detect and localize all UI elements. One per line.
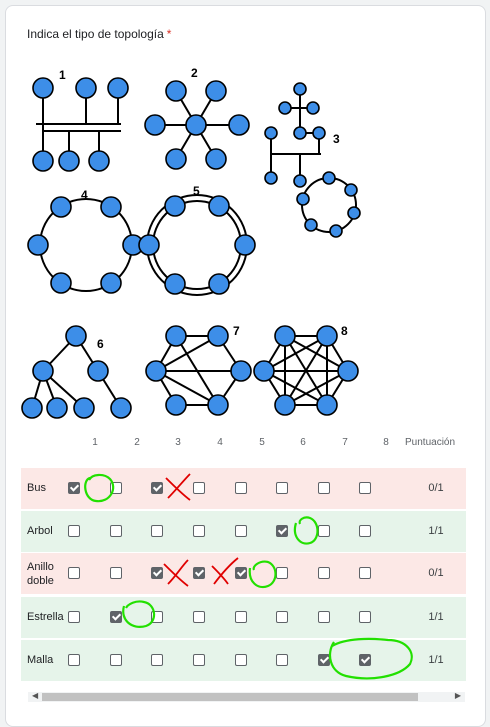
- checkbox-col-7[interactable]: [318, 611, 330, 623]
- figure-label-3: 3: [333, 132, 340, 146]
- checkbox-col-4[interactable]: [193, 567, 205, 579]
- figure-label-2: 2: [191, 66, 198, 80]
- checkbox-col-3[interactable]: [151, 567, 163, 579]
- question-title: Indica el tipo de topología*: [27, 27, 171, 41]
- checkbox-col-7[interactable]: [318, 654, 330, 666]
- checkbox-col-1[interactable]: [68, 567, 80, 579]
- figure-label-8: 8: [341, 324, 348, 338]
- col-header-7: 7: [342, 437, 348, 448]
- score-header: Puntuación: [405, 437, 456, 448]
- col-header-6: 6: [300, 437, 306, 448]
- col-header-5: 5: [259, 437, 265, 448]
- scroll-right-arrow-icon[interactable]: ▶: [454, 691, 461, 700]
- checkbox-col-1[interactable]: [68, 611, 80, 623]
- checkbox-col-6[interactable]: [276, 611, 288, 623]
- grid-row: Anillo doble 0/1: [21, 553, 466, 594]
- col-header-1: 1: [92, 437, 98, 448]
- checkbox-col-7[interactable]: [318, 567, 330, 579]
- required-mark: *: [166, 27, 172, 41]
- checkbox-col-7[interactable]: [318, 525, 330, 537]
- checkbox-col-2[interactable]: [110, 611, 122, 623]
- grid-row: Arbol 1/1: [21, 511, 466, 552]
- checkbox-col-4[interactable]: [193, 525, 205, 537]
- checkbox-col-6[interactable]: [276, 482, 288, 494]
- row-score: 1/1: [428, 611, 444, 623]
- checkbox-col-2[interactable]: [110, 525, 122, 537]
- row-score: 1/1: [428, 654, 444, 666]
- checkbox-col-8[interactable]: [359, 567, 371, 579]
- checkbox-col-1[interactable]: [68, 482, 80, 494]
- row-label: Malla: [27, 654, 54, 666]
- checkbox-col-4[interactable]: [193, 654, 205, 666]
- checkbox-col-6[interactable]: [276, 525, 288, 537]
- checkbox-col-5[interactable]: [235, 567, 247, 579]
- topology-figure: 1 2 3 4 5 6 7 8: [21, 53, 363, 425]
- grid-header: 1 2 3 4 5 6 7 8 Puntuación: [21, 437, 466, 457]
- checkbox-col-4[interactable]: [193, 482, 205, 494]
- row-label: Estrella: [27, 611, 64, 623]
- checkbox-col-4[interactable]: [193, 611, 205, 623]
- checkbox-col-2[interactable]: [110, 567, 122, 579]
- col-header-8: 8: [383, 437, 389, 448]
- checkbox-col-5[interactable]: [235, 525, 247, 537]
- col-header-3: 3: [175, 437, 181, 448]
- checkbox-col-6[interactable]: [276, 654, 288, 666]
- checkbox-col-8[interactable]: [359, 525, 371, 537]
- row-label: Anillo doble: [27, 561, 54, 587]
- checkbox-col-7[interactable]: [318, 482, 330, 494]
- checkbox-col-5[interactable]: [235, 482, 247, 494]
- row-score: 1/1: [428, 525, 444, 537]
- checkbox-col-1[interactable]: [68, 525, 80, 537]
- row-score: 0/1: [428, 482, 444, 494]
- figure-label-5: 5: [193, 184, 200, 198]
- checkbox-col-1[interactable]: [68, 654, 80, 666]
- figure-label-4: 4: [81, 188, 88, 202]
- checkbox-col-5[interactable]: [235, 654, 247, 666]
- row-label: Bus: [27, 482, 46, 494]
- row-label: Arbol: [27, 525, 53, 537]
- checkbox-col-3[interactable]: [151, 525, 163, 537]
- checkbox-col-2[interactable]: [110, 654, 122, 666]
- figure-label-7: 7: [233, 324, 240, 338]
- checkbox-col-8[interactable]: [359, 611, 371, 623]
- question-title-text: Indica el tipo de topología: [27, 27, 164, 41]
- figure-label-6: 6: [97, 337, 104, 351]
- checkbox-col-3[interactable]: [151, 611, 163, 623]
- horizontal-scrollbar[interactable]: ◀ ▶: [28, 691, 465, 702]
- checkbox-col-3[interactable]: [151, 654, 163, 666]
- checkbox-col-2[interactable]: [110, 482, 122, 494]
- grid-row: Estrella 1/1: [21, 597, 466, 638]
- col-header-2: 2: [134, 437, 140, 448]
- col-header-4: 4: [217, 437, 223, 448]
- checkbox-col-6[interactable]: [276, 567, 288, 579]
- figure-label-1: 1: [59, 68, 66, 82]
- checkbox-col-8[interactable]: [359, 654, 371, 666]
- checkbox-col-5[interactable]: [235, 611, 247, 623]
- grid-row: Malla 1/1: [21, 640, 466, 681]
- scrollbar-thumb[interactable]: [42, 693, 418, 701]
- checkbox-col-8[interactable]: [359, 482, 371, 494]
- grid-row: Bus 0/1: [21, 468, 466, 509]
- row-score: 0/1: [428, 567, 444, 579]
- scroll-left-arrow-icon[interactable]: ◀: [32, 691, 39, 700]
- checkbox-col-3[interactable]: [151, 482, 163, 494]
